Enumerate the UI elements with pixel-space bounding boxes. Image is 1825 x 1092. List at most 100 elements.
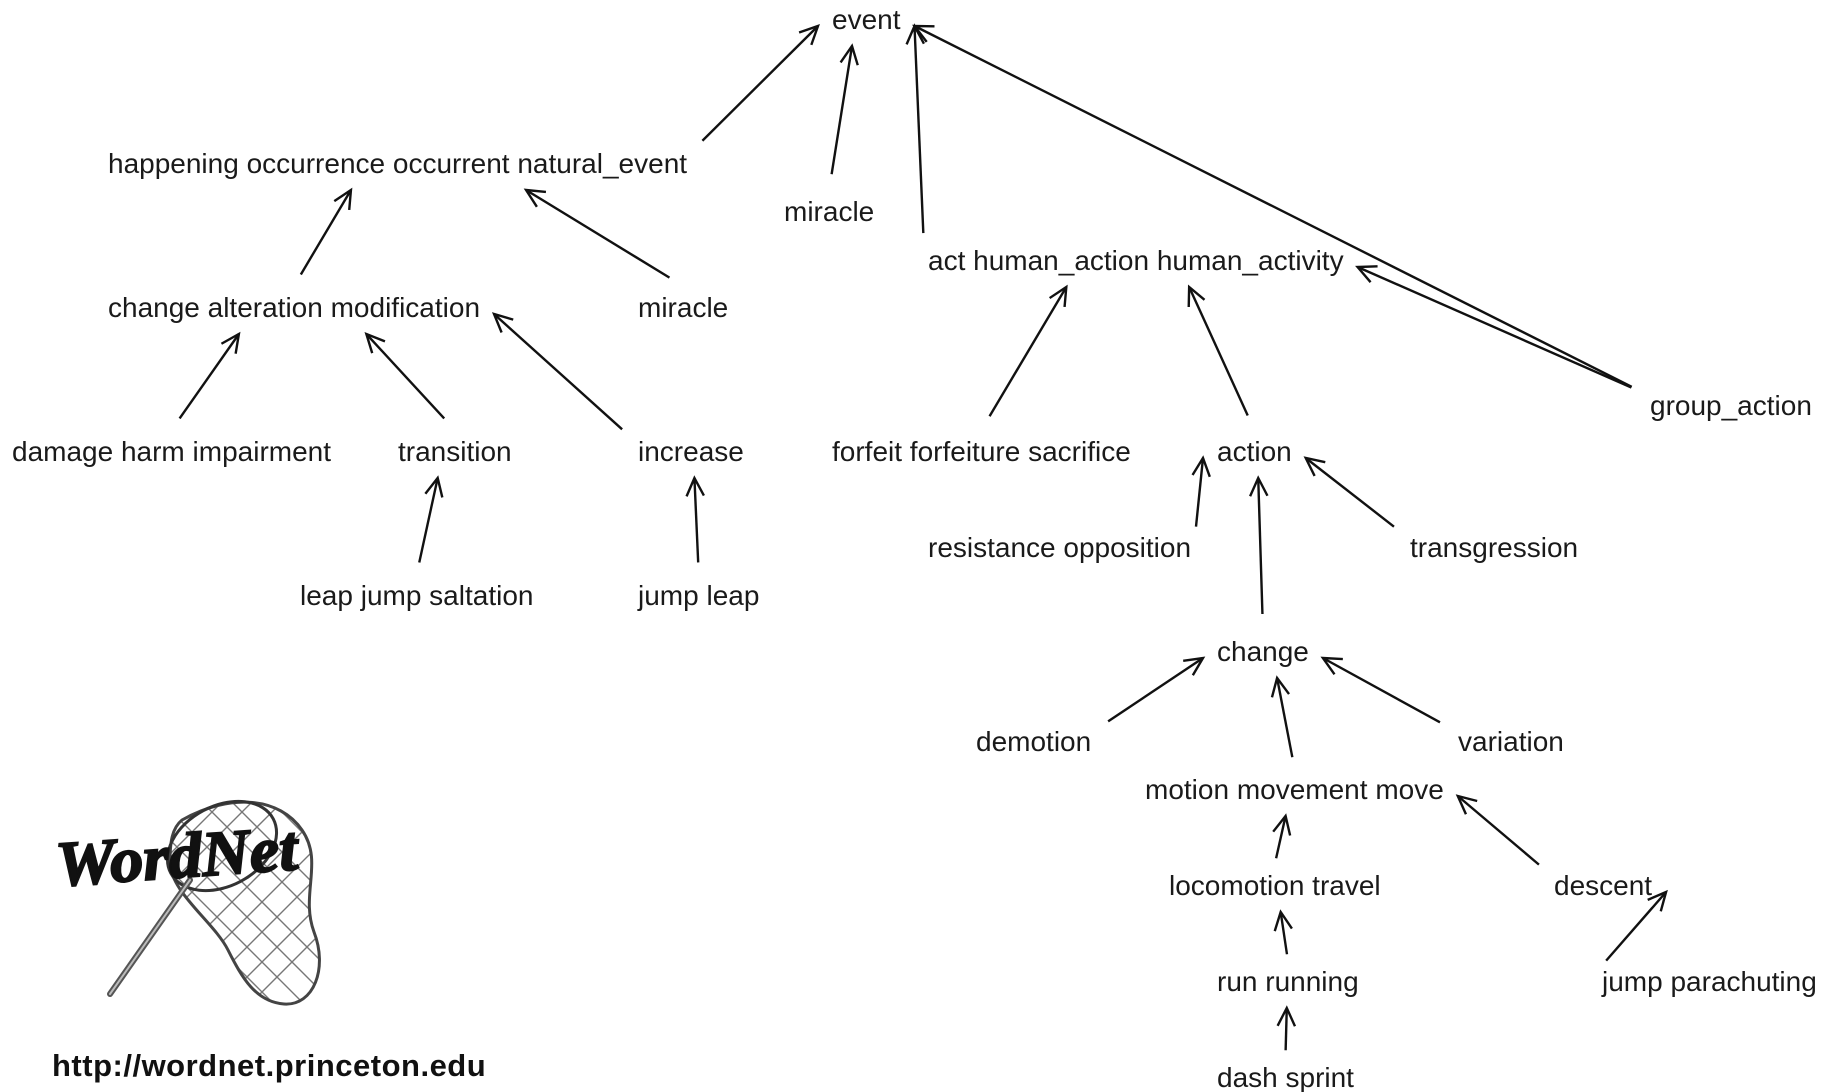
- edge-line: [913, 24, 1633, 388]
- edge-line: [693, 477, 700, 563]
- edge-motion-to-change: [1270, 675, 1294, 758]
- node-descent: descent: [1554, 870, 1653, 901]
- node-transition: transition: [398, 436, 512, 467]
- source-url: http://wordnet.princeton.edu: [52, 1048, 487, 1083]
- node-jump-parachuting: jump parachuting: [1602, 966, 1817, 997]
- edge-line: [1284, 1007, 1288, 1051]
- edge-dash-to-run: [1276, 1005, 1297, 1051]
- edge-forfeit-to-act: [988, 284, 1068, 417]
- node-leap-jump: leap jump saltation: [300, 580, 534, 611]
- node-dash: dash sprint: [1217, 1062, 1354, 1092]
- node-increase: increase: [638, 436, 744, 467]
- edge-transition-to-change_alteration: [364, 331, 446, 420]
- node-change-alteration: change alteration modification: [108, 292, 481, 323]
- edge-run-to-locomotion: [1273, 909, 1293, 955]
- logo-text: WordNet: [53, 812, 302, 900]
- edge-change-to-action: [1249, 475, 1269, 615]
- arrowhead-icon: [685, 475, 705, 497]
- edge-jump_leap-to-increase: [685, 475, 705, 563]
- arrowhead-icon: [1355, 265, 1378, 283]
- node-change: change: [1217, 636, 1309, 667]
- arrowhead-icon: [1270, 675, 1290, 698]
- edge-happening-to-event: [701, 24, 820, 142]
- edge-line: [1304, 457, 1395, 528]
- arrowhead-icon: [1276, 1005, 1297, 1027]
- edge-action-to-act: [1187, 284, 1249, 416]
- edge-line: [1279, 911, 1289, 955]
- node-resistance: resistance opposition: [928, 532, 1192, 563]
- edge-line: [913, 25, 925, 234]
- edge-line: [1275, 677, 1294, 758]
- edge-miracle_sub-to-happening: [523, 188, 671, 279]
- node-action: action: [1217, 436, 1292, 467]
- edge-line: [1274, 815, 1287, 859]
- edge-line: [1322, 656, 1441, 724]
- edge-line: [1257, 477, 1264, 615]
- edge-line: [493, 313, 623, 431]
- node-locomotion: locomotion travel: [1169, 870, 1381, 901]
- node-motion: motion movement move: [1145, 774, 1444, 805]
- node-run: run running: [1217, 966, 1359, 997]
- edge-change_alteration-to-happening: [299, 187, 353, 276]
- edge-resistance-to-action: [1191, 455, 1211, 527]
- edge-line: [1357, 265, 1632, 389]
- edge-group_action-to-act: [1355, 265, 1632, 389]
- arrowhead-icon: [1647, 889, 1668, 912]
- edge-line: [1457, 795, 1540, 866]
- arrowhead-icon: [1320, 656, 1343, 675]
- edge-line: [1194, 457, 1205, 527]
- node-happening: happening occurrence occurrent natural_e…: [108, 148, 688, 179]
- edge-group_action-to-event: [912, 24, 1633, 388]
- arrowhead-icon: [424, 475, 444, 498]
- edge-increase-to-change_alteration: [491, 312, 623, 431]
- edge-miracle_top-to-event: [830, 43, 859, 175]
- arrowhead-icon: [333, 187, 353, 211]
- arrowhead-icon: [798, 24, 820, 46]
- edge-line: [830, 45, 854, 175]
- edge-line: [525, 188, 671, 279]
- arrowhead-icon: [220, 331, 241, 354]
- edge-damage-to-change_alteration: [178, 331, 241, 420]
- arrowhead-icon: [1272, 813, 1292, 836]
- edge-transgression-to-action: [1303, 456, 1395, 528]
- arrowhead-icon: [1048, 284, 1068, 308]
- edge-line: [178, 333, 240, 420]
- node-miracle-top: miracle: [784, 196, 875, 227]
- edge-locomotion-to-motion: [1272, 813, 1292, 859]
- arrowhead-icon: [912, 24, 935, 43]
- node-act: act human_action human_activity: [928, 245, 1344, 276]
- arrowhead-icon: [364, 331, 386, 354]
- edge-descent-to-motion: [1455, 794, 1540, 866]
- arrowhead-icon: [839, 43, 859, 66]
- arrowhead-icon: [1191, 455, 1211, 478]
- edge-line: [1188, 286, 1249, 416]
- node-event: event: [832, 4, 901, 35]
- edge-variation-to-change: [1320, 656, 1441, 724]
- edge-line: [299, 189, 352, 276]
- node-damage: damage harm impairment: [12, 436, 332, 467]
- node-demotion: demotion: [976, 726, 1092, 757]
- arrowhead-icon: [491, 312, 514, 333]
- edge-leap_jump-to-transition: [418, 475, 444, 563]
- node-forfeit: forfeit forfeiture sacrifice: [832, 436, 1131, 467]
- node-transgression: transgression: [1410, 532, 1579, 563]
- node-group-action: group_action: [1650, 390, 1812, 421]
- edge-act-to-event: [905, 23, 925, 234]
- edge-line: [1107, 657, 1204, 723]
- arrowhead-icon: [1249, 475, 1269, 497]
- edge-demotion-to-change: [1107, 656, 1206, 723]
- net-icon: [107, 799, 321, 1006]
- edge-line: [701, 25, 819, 142]
- arrowhead-icon: [1183, 656, 1206, 676]
- wordnet-logo: WordNet: [52, 799, 321, 1006]
- edge-line: [1605, 891, 1667, 962]
- arrowhead-icon: [1273, 909, 1293, 932]
- arrowhead-icon: [1303, 456, 1326, 477]
- node-jump-leap: jump leap: [638, 580, 760, 611]
- node-variation: variation: [1458, 726, 1564, 757]
- edge-line: [988, 286, 1068, 417]
- edge-jump_parachuting-to-descent: [1605, 889, 1668, 962]
- arrowhead-icon: [1187, 284, 1206, 308]
